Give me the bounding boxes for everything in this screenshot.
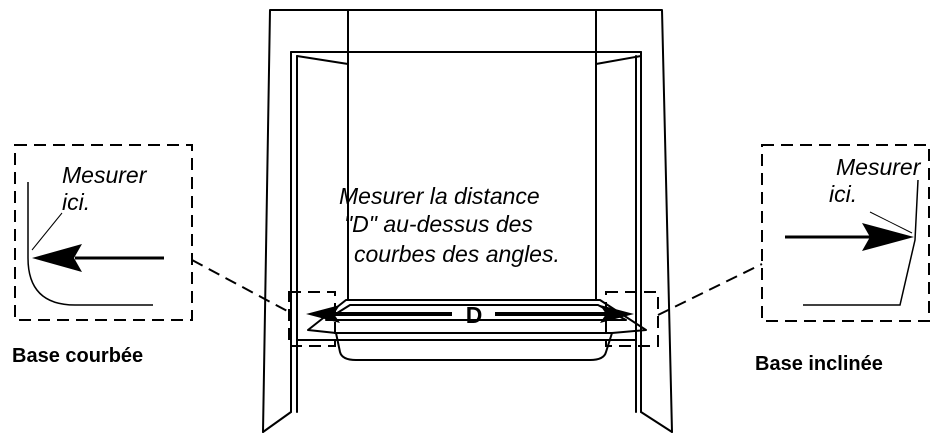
dimension-arrowhead-right bbox=[600, 305, 634, 323]
left-detail-box bbox=[14, 144, 193, 321]
curved-base-profile bbox=[27, 182, 153, 306]
left-detail-arrowhead bbox=[32, 244, 82, 272]
left-corner-callout-box bbox=[288, 291, 336, 347]
center-instruction-line-2: "D" au-dessus des bbox=[344, 211, 533, 237]
left-detail-caption: Base courbée bbox=[12, 345, 143, 367]
left-detail-pointer bbox=[31, 212, 63, 251]
right-detail-caption: Base inclinée bbox=[755, 353, 883, 375]
floor-right-edge bbox=[640, 411, 673, 433]
center-instruction-line-1: Mesurer la distance bbox=[339, 183, 540, 209]
right-detail-text-line-1: Mesurer bbox=[836, 154, 922, 180]
dimension-arrowhead-left bbox=[306, 305, 340, 323]
right-detail-text-line-2: ici. bbox=[829, 181, 857, 207]
dimension-label: D bbox=[466, 302, 483, 328]
left-leader-line bbox=[191, 259, 290, 313]
right-detail-arrowhead bbox=[862, 223, 914, 251]
tub-front-apron bbox=[335, 332, 613, 361]
right-detail-box bbox=[761, 144, 930, 322]
left-detail-text-line-1: Mesurer bbox=[62, 162, 148, 188]
right-corner-top-line bbox=[595, 55, 642, 65]
inclined-base-profile bbox=[803, 179, 919, 306]
right-detail-pointer bbox=[869, 211, 913, 234]
right-corner-callout-box bbox=[605, 291, 659, 347]
tub-inner-basin bbox=[325, 304, 627, 321]
left-corner-top-line bbox=[296, 55, 349, 65]
left-detail-text-line-2: ici. bbox=[62, 189, 90, 215]
floor-left-edge bbox=[262, 411, 292, 433]
center-instruction-line-3: courbes des angles. bbox=[354, 241, 560, 267]
right-leader-line bbox=[657, 263, 763, 316]
shower-enclosure-outline bbox=[262, 9, 673, 433]
